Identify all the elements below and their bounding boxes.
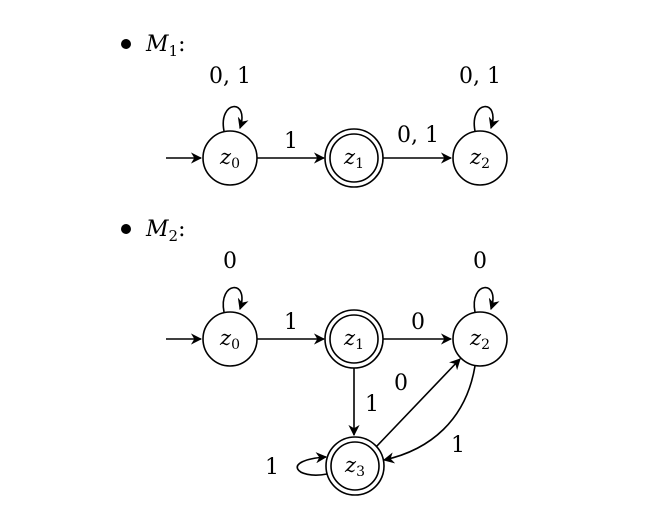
svg-text:z0: z0 — [219, 326, 240, 353]
svg-text:z2: z2 — [469, 326, 490, 353]
m2-state-z1-accepting: z1 — [324, 309, 384, 369]
m1-label-loop-z0: 0, 1 — [209, 64, 251, 89]
machine-m1: M1: z0 z1 z2 0, 1 1 0, 1 0, 1 — [121, 32, 508, 188]
m2-loop-z2 — [473, 286, 500, 313]
m1-label-loop-z2: 0, 1 — [459, 64, 501, 89]
m2-label-loop-z0: 0 — [223, 249, 237, 274]
heading-m1-var: M — [145, 32, 169, 57]
m2-label-loop-z3: 1 — [265, 455, 279, 480]
heading-m2: M2: — [145, 217, 186, 245]
m2-loop-z3 — [296, 452, 328, 476]
m2-label-loop-z2: 0 — [473, 249, 487, 274]
m2-state-z3-accepting: z3 — [325, 436, 385, 496]
svg-text:z2: z2 — [469, 145, 490, 172]
m1-loop-z0 — [222, 105, 249, 132]
m2-state-z0: z0 — [202, 311, 258, 367]
svg-text:z1: z1 — [343, 326, 364, 353]
m1-state-z2: z2 — [452, 130, 508, 186]
m2-edge-z2-z3 — [382, 365, 476, 464]
svg-text:z0: z0 — [219, 145, 240, 172]
heading-m2-var: M — [145, 217, 169, 242]
m2-loop-z0 — [222, 286, 249, 313]
m2-state-z2: z2 — [452, 311, 508, 367]
heading-m1-colon: : — [178, 32, 185, 57]
heading-m2-sub: 2 — [169, 227, 179, 245]
heading-m1: M1: — [145, 32, 186, 60]
m2-edge-z3-z2 — [375, 358, 461, 448]
m1-label-z0-z1: 1 — [284, 129, 298, 154]
bullet-m2 — [121, 224, 131, 234]
m1-state-z0: z0 — [202, 130, 258, 186]
m2-label-z0-z1: 1 — [284, 310, 298, 335]
svg-text:z3: z3 — [344, 453, 365, 480]
m1-label-z1-z2: 0, 1 — [397, 123, 439, 148]
svg-text:z1: z1 — [343, 145, 364, 172]
m2-label-z3-z2: 0 — [394, 371, 408, 396]
m2-label-z2-z3: 1 — [451, 433, 465, 458]
bullet-m1 — [121, 39, 131, 49]
m2-label-z1-z2: 0 — [411, 310, 425, 335]
m1-state-z1-accepting: z1 — [324, 128, 384, 188]
machine-m2: M2: z0 z1 z2 z3 — [121, 217, 508, 496]
m1-loop-z2 — [473, 105, 500, 132]
m2-label-z1-z3: 1 — [365, 392, 379, 417]
heading-m1-sub: 1 — [169, 42, 179, 60]
heading-m2-colon: : — [178, 217, 185, 242]
